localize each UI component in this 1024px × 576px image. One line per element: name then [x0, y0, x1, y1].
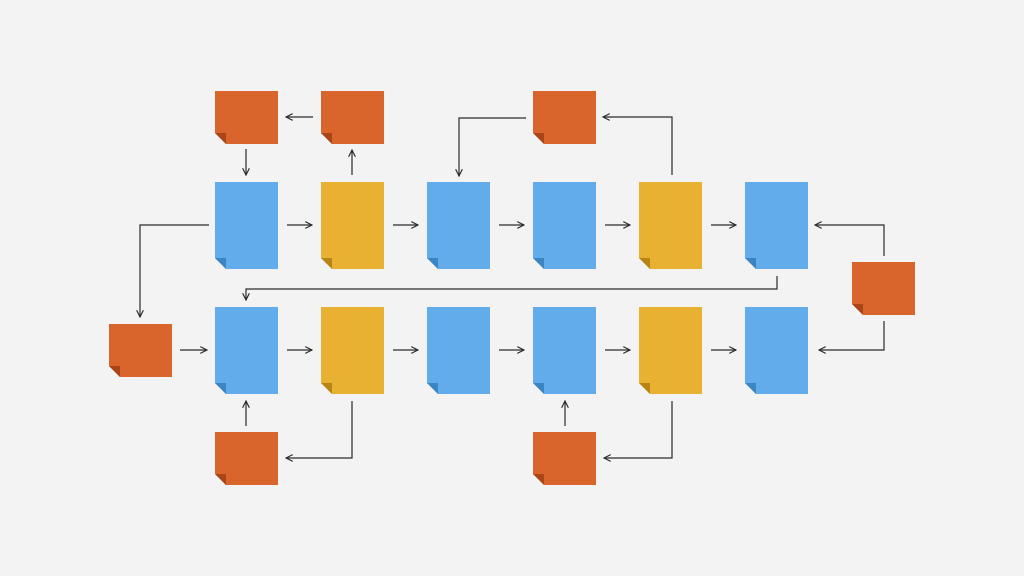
folded-corner: [215, 383, 226, 394]
document-doc-r1-4: [533, 182, 596, 269]
node-body: [321, 307, 384, 394]
node-body: [533, 307, 596, 394]
node-body: [852, 262, 915, 315]
document-doc-r1-1: [215, 182, 278, 269]
folded-corner: [533, 258, 544, 269]
node-body: [533, 182, 596, 269]
folded-corner: [427, 258, 438, 269]
node-body: [639, 307, 702, 394]
node-body: [109, 324, 172, 377]
node-body: [745, 182, 808, 269]
node-body: [639, 182, 702, 269]
document-doc-r2-6: [745, 307, 808, 394]
connector-note-right-to-doc-r1-6: [815, 225, 885, 256]
sticky-note-note-bottom-2: [533, 432, 596, 485]
connectors: [140, 117, 885, 458]
folded-corner: [533, 474, 544, 485]
connector-doc-r1-5-to-note-top-3: [603, 117, 673, 175]
folded-corner: [215, 133, 226, 144]
node-body: [427, 307, 490, 394]
sticky-note-note-bottom-1: [215, 432, 278, 485]
node-body: [215, 182, 278, 269]
node-body: [321, 182, 384, 269]
document-doc-r1-6: [745, 182, 808, 269]
connector-doc-r2-5-to-note-bottom-2: [604, 401, 673, 458]
document-doc-r1-3: [427, 182, 490, 269]
connector-note-top-3-to-doc-r1-3: [459, 117, 526, 176]
folded-corner: [639, 258, 650, 269]
connector-doc-r2-2-to-note-bottom-1: [286, 401, 353, 458]
sticky-note-note-right: [852, 262, 915, 315]
node-body: [215, 307, 278, 394]
node-body: [427, 182, 490, 269]
folded-corner: [745, 258, 756, 269]
folded-corner: [109, 366, 120, 377]
folded-corner: [533, 383, 544, 394]
document-doc-r2-4: [533, 307, 596, 394]
folded-corner: [215, 474, 226, 485]
folded-corner: [745, 383, 756, 394]
node-body: [215, 91, 278, 144]
folded-corner: [215, 258, 226, 269]
folded-corner: [321, 258, 332, 269]
document-doc-r2-2: [321, 307, 384, 394]
sticky-note-note-left: [109, 324, 172, 377]
node-body: [533, 432, 596, 485]
folded-corner: [321, 133, 332, 144]
nodes: [109, 91, 915, 485]
folded-corner: [639, 383, 650, 394]
document-doc-r1-5: [639, 182, 702, 269]
folded-corner: [533, 133, 544, 144]
connector-doc-r1-1-to-note-left: [140, 224, 209, 317]
node-body: [321, 91, 384, 144]
node-body: [745, 307, 808, 394]
document-doc-r2-1: [215, 307, 278, 394]
connector-note-right-to-doc-r2-6: [819, 321, 885, 350]
folded-corner: [852, 304, 863, 315]
sticky-note-note-top-2: [321, 91, 384, 144]
connector-doc-r1-6-to-doc-r2-1: [246, 276, 778, 300]
document-doc-r2-3: [427, 307, 490, 394]
folded-corner: [427, 383, 438, 394]
folded-corner: [321, 383, 332, 394]
node-body: [215, 432, 278, 485]
document-doc-r2-5: [639, 307, 702, 394]
document-doc-r1-2: [321, 182, 384, 269]
sticky-note-note-top-1: [215, 91, 278, 144]
node-body: [533, 91, 596, 144]
sticky-note-note-top-3: [533, 91, 596, 144]
